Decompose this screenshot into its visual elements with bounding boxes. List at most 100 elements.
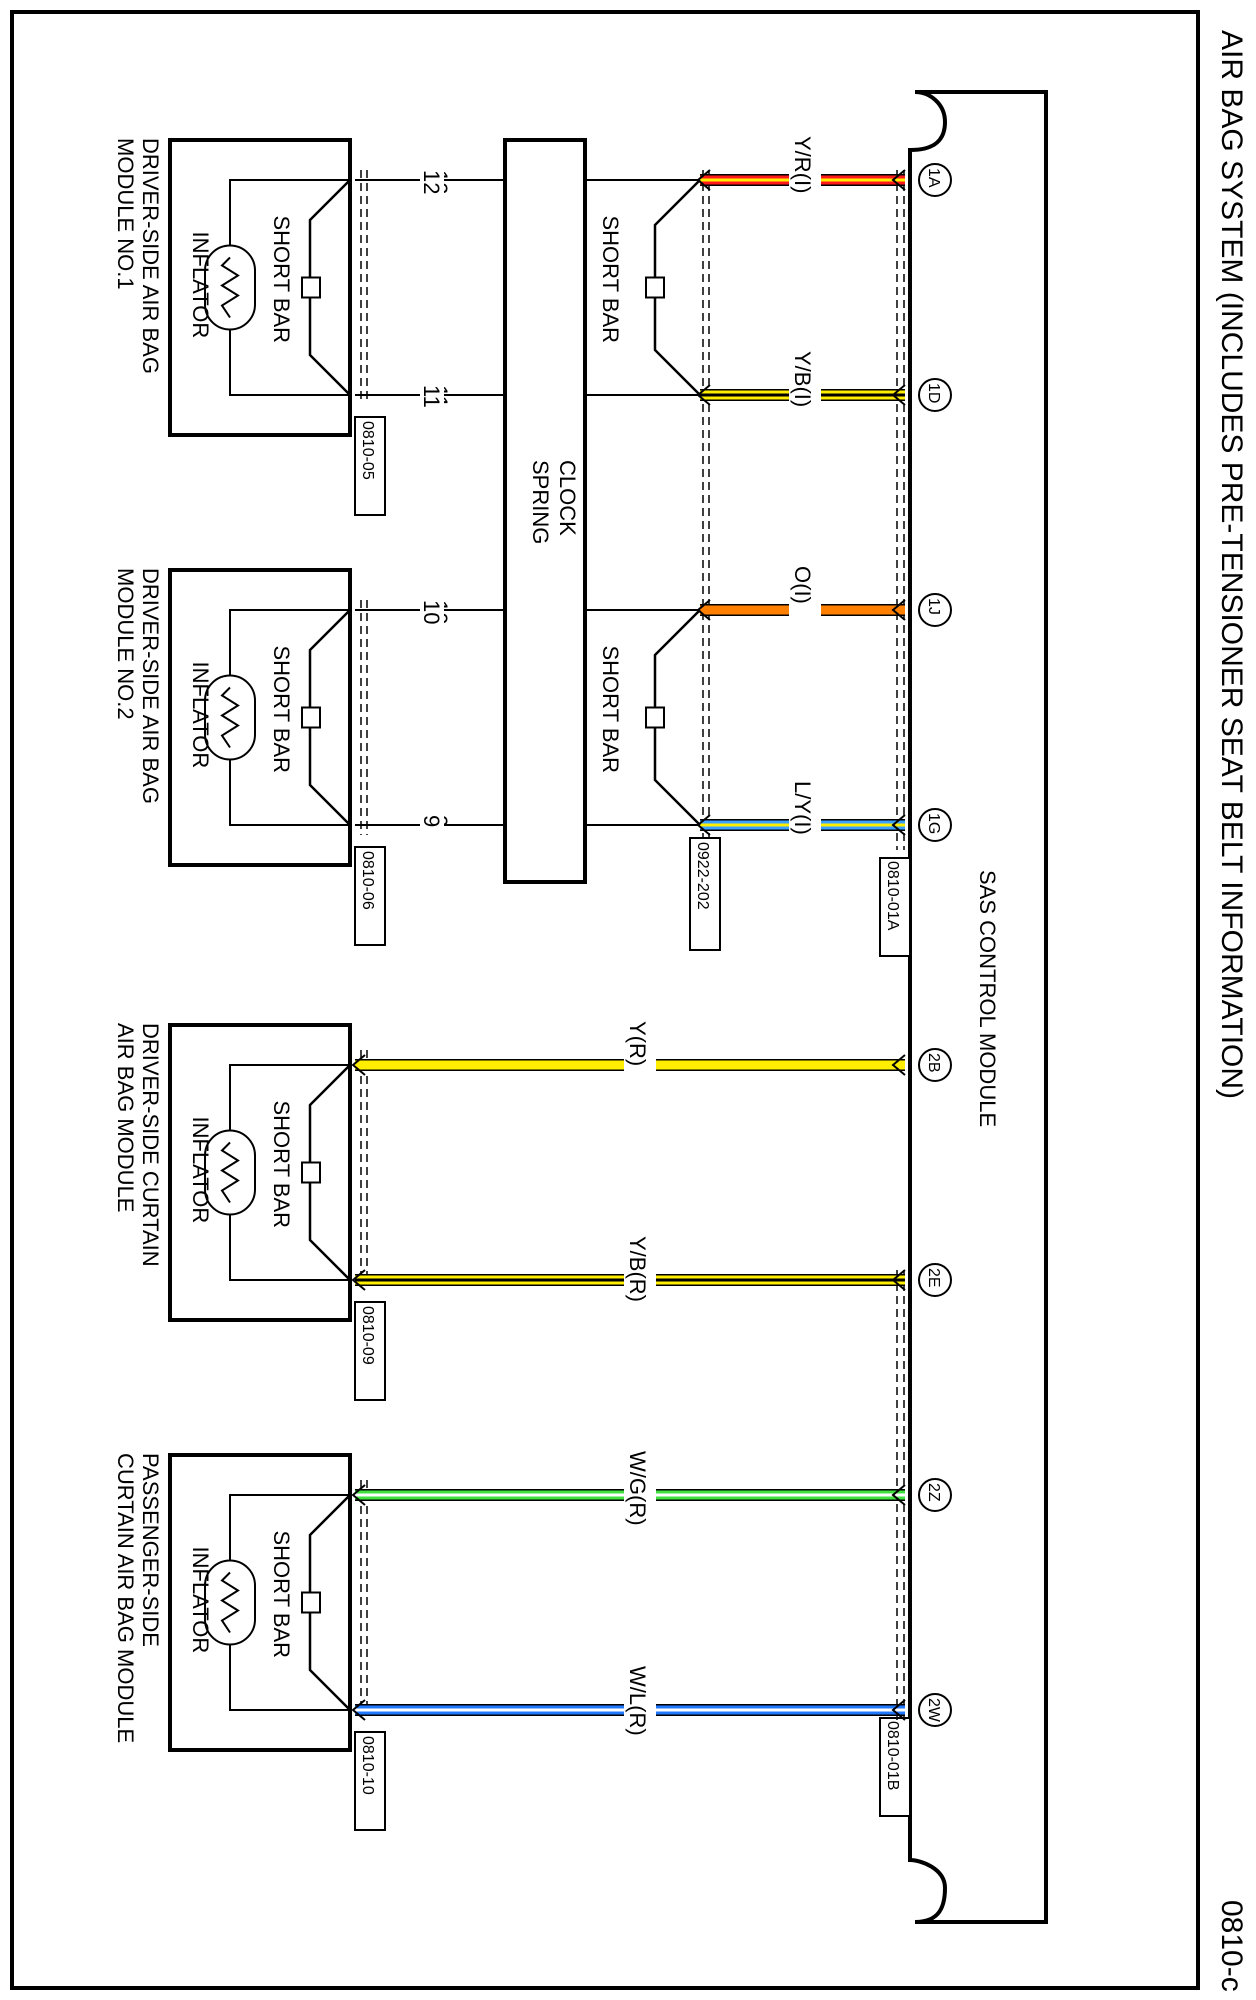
pin-label: 2W [925, 1698, 942, 1723]
pin-circle [918, 1263, 952, 1297]
short-bar-label: SHORT BAR [269, 1101, 294, 1229]
wire-label-bg [624, 1445, 656, 1545]
wire-1d: Y/B(I)1D111111 [355, 345, 952, 445]
connector-arrow [891, 1054, 906, 1076]
short-bar-label: SHORT BAR [269, 1531, 294, 1659]
pin-circle [918, 593, 952, 627]
short-bar-label: SHORT BAR [269, 646, 294, 774]
wire-label: W/L(R) [625, 1666, 650, 1736]
pin-label: 1D [925, 383, 942, 403]
module-name-line-1: DRIVER-SIDE AIR BAG [138, 568, 163, 804]
wire-2z: W/G(R)2Z [351, 1445, 952, 1545]
connector-arrow [891, 1269, 906, 1291]
module-pin-label: 12 [419, 170, 444, 194]
connector-0810-01a-box [879, 857, 911, 957]
wire-label: W/G(R) [625, 1451, 650, 1526]
wire-2b: Y(R) 2B [351, 1015, 952, 1115]
connector-0810-01b-box [879, 1717, 911, 1817]
clock-spring-body [503, 138, 587, 884]
sas-control-module-label: SAS CONTROL MODULE [975, 870, 1000, 1127]
wire-1a: Y/R(I)1A121212 [355, 130, 952, 230]
module-connector-label: 0810-10 [359, 1736, 376, 1795]
wires: Y/R(I)1A121212Y/B(I)1D111111O(I)1J101010… [351, 130, 952, 1760]
pin-circle [918, 1048, 952, 1082]
air-bag-module-2: SHORT BAR INFLATOR DRIVER-SIDE AIR BAGMODU… [113, 568, 386, 946]
diagram-frame [10, 10, 1200, 1990]
clock-spring-label-1: CLOCK [555, 460, 580, 536]
module-connector-label: 0810-06 [359, 851, 376, 910]
connector-0810-01a-label: 0810-01A [884, 861, 901, 931]
pin-label: 1G [925, 813, 942, 834]
connector-0922-202-box [689, 837, 721, 951]
short-bar-label: SHORT BAR [269, 216, 294, 344]
wire-1j: O(I)1J101010 [355, 560, 952, 660]
inflator-label: INFLATOR [188, 662, 213, 769]
clock-spring-short-bars: SHORT BAR SHORT BAR [598, 179, 701, 826]
wire-label-bg [624, 1230, 656, 1330]
air-bag-module-3: SHORT BAR INFLATOR DRIVER-SIDE CURTAINAIR … [113, 1023, 386, 1401]
pin-label: 1A [925, 168, 942, 188]
pin-label-bg [420, 381, 444, 409]
inflator-label: INFLATOR [188, 1547, 213, 1654]
connector-arrow [351, 1269, 366, 1291]
pin-label-bg [420, 596, 444, 624]
module-pin-label: 11 [419, 385, 444, 408]
wire-label-bg [789, 130, 821, 230]
wire-1g: L/Y(I)1G999 [355, 775, 952, 875]
module-connector-box [354, 846, 386, 946]
connector-arrow [891, 1699, 906, 1721]
module-connector-box [354, 1731, 386, 1831]
connector-arrow [351, 1484, 366, 1506]
pin-label-bg [420, 811, 444, 839]
inflator-resistor-icon [204, 674, 256, 761]
inflator-resistor-icon [204, 1559, 256, 1646]
module-connector-box [354, 416, 386, 516]
module-name-line-1: DRIVER-SIDE CURTAIN [138, 1023, 163, 1267]
wire-label: Y/B(R) [625, 1236, 650, 1302]
page-code: 0810-c [1215, 1900, 1248, 1992]
wire-label-bg [789, 345, 821, 445]
pin-circle [918, 1693, 952, 1727]
module-name-line-2: AIR BAG MODULE [113, 1023, 138, 1212]
wire-label: Y/R(I) [790, 136, 815, 193]
wire-label-bg [624, 1660, 656, 1760]
inflator-resistor-icon [204, 1129, 256, 1216]
pin-circle [918, 808, 952, 842]
module-connector-label: 0810-09 [359, 1306, 376, 1365]
wire-label-bg [789, 560, 821, 660]
connector-arrow [891, 814, 906, 836]
module-pin-label: 9 [419, 815, 444, 827]
connector-arrow [891, 1484, 906, 1506]
pin-circle [918, 1478, 952, 1512]
pin-label: 2B [925, 1053, 942, 1073]
module-name-line-1: PASSENGER-SIDE [138, 1453, 163, 1647]
connector-arrow [891, 599, 906, 621]
short-bar-label: SHORT BAR [598, 646, 623, 774]
sas-control-module-body [908, 90, 1048, 1924]
wire-label-bg [624, 1015, 656, 1115]
module-name-line-2: CURTAIN AIR BAG MODULE [113, 1453, 138, 1743]
pin-label-bg [420, 166, 444, 194]
connector-0922-202-label: 0922-202 [694, 842, 711, 910]
module-name-line-2: MODULE NO.2 [113, 568, 138, 720]
clock-spring-label-2: SPRING [528, 460, 553, 544]
module-pin-label: 10 [419, 600, 444, 624]
inflator-label: INFLATOR [188, 232, 213, 339]
wire-label: Y(R) [625, 1021, 650, 1066]
wire-label: L/Y(I) [790, 781, 815, 835]
inflator-resistor-icon [204, 244, 256, 331]
diagram-title: AIR BAG SYSTEM (INCLUDES PRE-TENSIONER S… [1215, 30, 1248, 1099]
short-bar-label: SHORT BAR [598, 216, 623, 344]
pin-circle [918, 378, 952, 412]
connector-arrow [351, 1699, 366, 1721]
pin-label: 2E [925, 1268, 942, 1288]
wire-label-bg [789, 775, 821, 875]
inflator-label: INFLATOR [188, 1117, 213, 1224]
module-name-line-1: DRIVER-SIDE AIR BAG [138, 138, 163, 374]
wire-2e: Y/B(R) 2E [351, 1230, 952, 1330]
wire-2w: W/L(R) 2W [351, 1660, 952, 1760]
module-connector-box [354, 1301, 386, 1401]
module-connector-label: 0810-05 [359, 421, 376, 480]
